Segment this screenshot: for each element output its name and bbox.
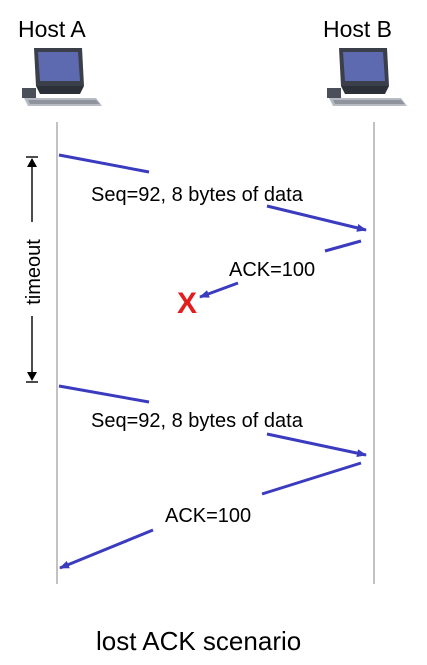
timeout-label: timeout: [23, 239, 45, 305]
message-label-ack-1: ACK=100: [229, 259, 315, 281]
lost-packet-mark: X: [177, 287, 197, 320]
computer-icon: [22, 48, 102, 106]
host-b-label: Host B: [323, 16, 392, 42]
segment-arrow-2: [58, 384, 367, 458]
timeout-bracket: [26, 156, 38, 383]
message-label-seq-1: Seq=92, 8 bytes of data: [91, 184, 304, 206]
host-a-label: Host A: [18, 16, 86, 42]
segment-arrow-1: [58, 153, 367, 232]
ack-arrow-delivered: [59, 461, 362, 570]
diagram-caption: lost ACK scenario: [96, 626, 301, 656]
message-label-seq-2: Seq=92, 8 bytes of data: [91, 410, 304, 432]
computer-icon: [327, 48, 407, 106]
message-label-ack-2: ACK=100: [165, 505, 251, 527]
ack-arrow-lost: [199, 239, 362, 299]
